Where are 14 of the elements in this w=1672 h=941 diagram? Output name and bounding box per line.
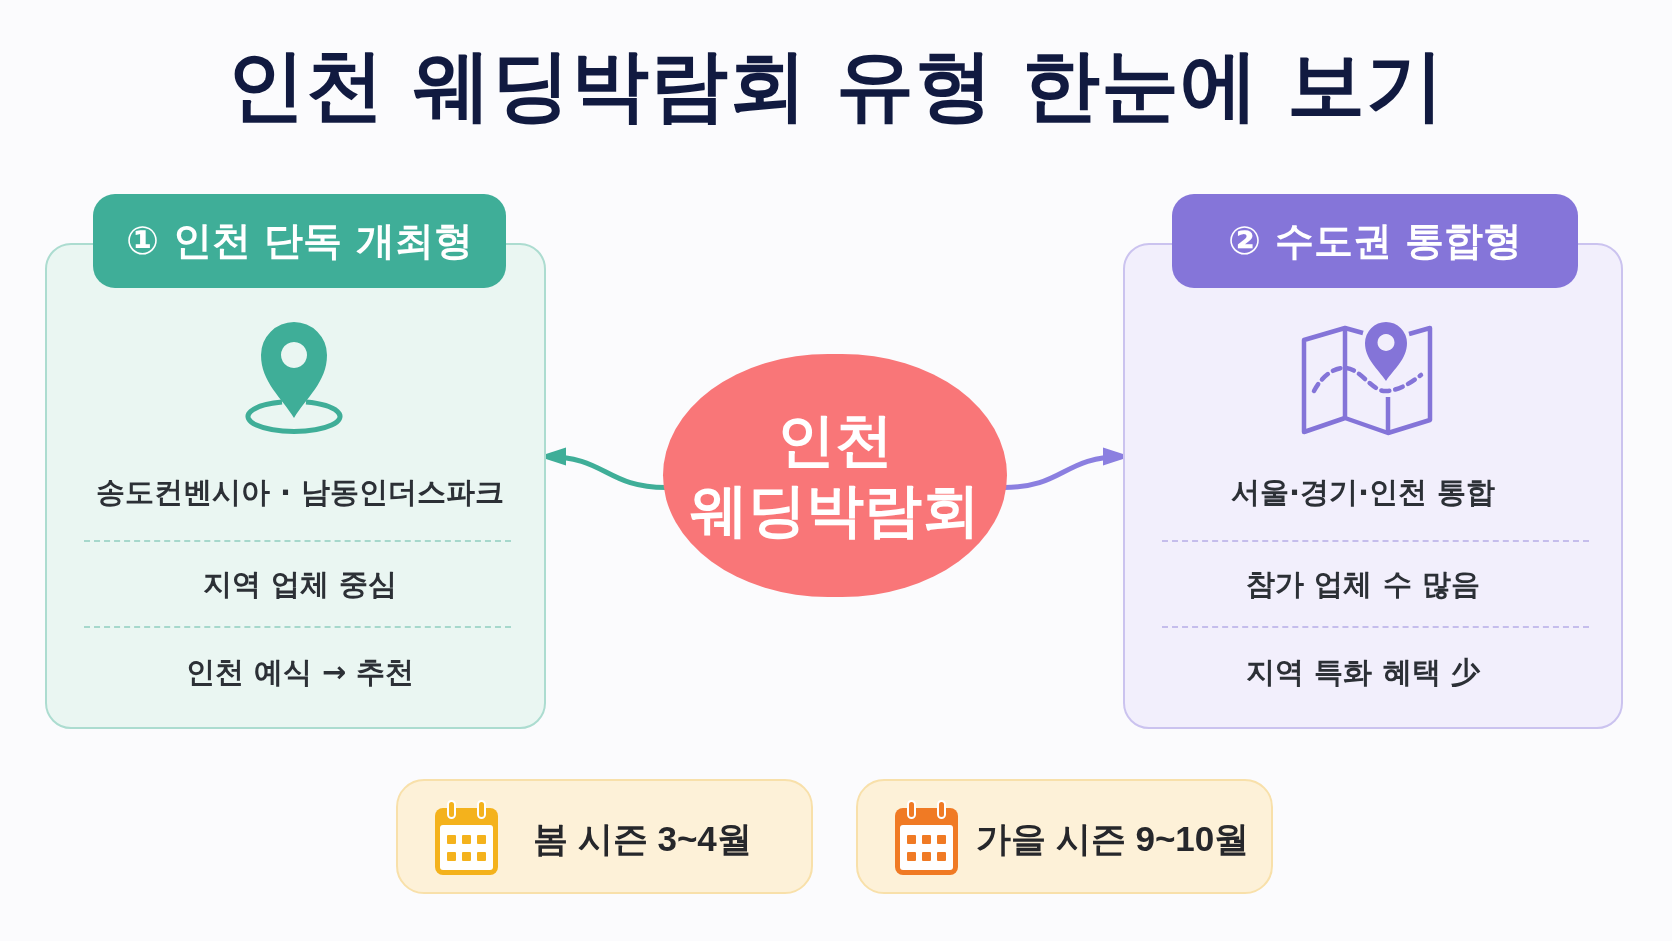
season-pill xyxy=(396,779,813,894)
feature-text: 지역 특화 혜택 少 xyxy=(1246,654,1480,690)
panel-title: ② 수도권 통합형 xyxy=(1172,194,1578,288)
feature-text: 서울·경기·인천 통합 xyxy=(1230,474,1496,510)
season-text: 가을 시즌 9~10월 xyxy=(976,817,1250,860)
panel-title: ① 인천 단독 개최형 xyxy=(93,194,506,288)
diagram-title: 인천 웨딩박람회 유형 한눈에 보기 xyxy=(226,43,1446,129)
season-pill xyxy=(856,779,1273,894)
center-title: 인천 웨딩박람회 xyxy=(690,404,980,547)
season-text: 봄 시즌 3~4월 xyxy=(533,817,752,860)
feature-text: 참가 업체 수 많음 xyxy=(1246,566,1480,602)
feature-text: 지역 업체 중심 xyxy=(202,566,398,602)
feature-text: 송도컨벤시아 · 남동인더스파크 xyxy=(95,474,505,510)
feature-text: 인천 예식 → 추천 xyxy=(185,654,415,690)
